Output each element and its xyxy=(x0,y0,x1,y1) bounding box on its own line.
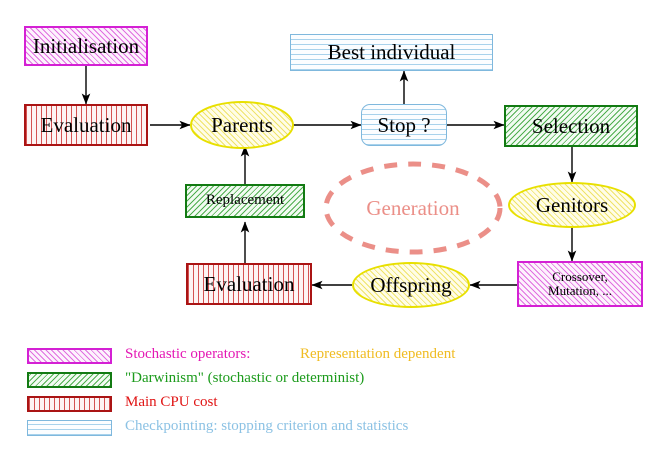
legend-label-stochastic: Stochastic operators: xyxy=(125,346,251,362)
node-genitors[interactable]: Genitors xyxy=(508,182,636,228)
node-best-individual[interactable]: Best individual xyxy=(290,34,493,71)
node-crossover-line1: Crossover, xyxy=(552,269,608,285)
generation-dashed-ellipse xyxy=(323,161,503,255)
legend-swatch-green xyxy=(27,372,112,388)
legend-label-cpu-cost: Main CPU cost xyxy=(125,394,218,410)
legend-swatch-red xyxy=(27,396,112,412)
legend-label-representation: Representation dependent xyxy=(300,346,456,362)
node-offspring-label: Offspring xyxy=(370,272,452,297)
legend-swatch-magenta xyxy=(27,348,112,364)
node-selection-label: Selection xyxy=(531,113,611,138)
node-stop[interactable]: Stop ? xyxy=(361,104,447,146)
node-parents[interactable]: Parents xyxy=(190,101,294,149)
node-crossover-line2: Mutation, ... xyxy=(548,283,612,298)
node-evaluation-top-label: Evaluation xyxy=(40,112,132,137)
legend-swatch-blue xyxy=(27,420,112,436)
node-selection[interactable]: Selection xyxy=(504,105,638,147)
node-replacement[interactable]: Replacement xyxy=(185,184,305,218)
node-evaluation-bottom[interactable]: Evaluation xyxy=(186,263,312,305)
node-stop-label: Stop ? xyxy=(377,112,431,137)
node-best-individual-label: Best individual xyxy=(327,40,456,65)
legend-label-checkpointing: Checkpointing: stopping criterion and st… xyxy=(125,418,409,434)
node-replacement-label: Replacement xyxy=(205,192,285,209)
node-genitors-label: Genitors xyxy=(535,192,609,217)
node-evaluation-bottom-label: Evaluation xyxy=(203,271,295,296)
node-parents-label: Parents xyxy=(211,112,273,137)
node-initialisation[interactable]: Initialisation xyxy=(24,26,148,66)
node-offspring[interactable]: Offspring xyxy=(352,262,470,308)
generation-label: Generation xyxy=(318,158,508,258)
node-initialisation-label: Initialisation xyxy=(32,33,140,58)
node-evaluation-top[interactable]: Evaluation xyxy=(24,104,148,146)
generation-label-text: Generation xyxy=(366,195,460,220)
node-crossover-mutation[interactable]: Crossover, Mutation, ... xyxy=(517,261,643,307)
legend-label-darwinism: "Darwinism" (stochastic or determinist) xyxy=(125,370,365,386)
